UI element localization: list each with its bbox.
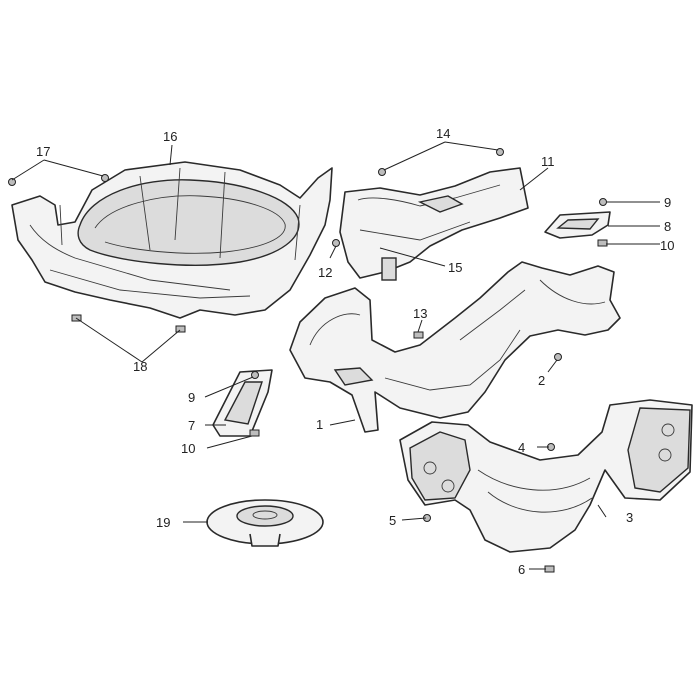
callout-5: 5 bbox=[389, 513, 396, 528]
callout-10-right: 10 bbox=[660, 238, 674, 253]
callout-13: 13 bbox=[413, 306, 427, 321]
leader-lines bbox=[11, 141, 660, 570]
callout-9-left: 9 bbox=[188, 390, 195, 405]
part-upper-cover bbox=[339, 167, 529, 281]
part-rear-shield bbox=[11, 161, 333, 319]
part-handlebar-cover bbox=[399, 399, 693, 553]
callout-14: 14 bbox=[436, 126, 450, 141]
fasteners bbox=[8, 148, 608, 573]
callout-17: 17 bbox=[36, 144, 50, 159]
callout-8: 8 bbox=[664, 219, 671, 234]
part-bezel-left bbox=[212, 369, 273, 437]
callout-10-left: 10 bbox=[181, 441, 195, 456]
callout-labels: 17 16 14 11 9 8 10 12 15 13 2 1 9 7 10 4… bbox=[36, 126, 674, 577]
callout-18: 18 bbox=[133, 359, 147, 374]
callout-12: 12 bbox=[318, 265, 332, 280]
callout-7: 7 bbox=[188, 418, 195, 433]
callout-6: 6 bbox=[518, 562, 525, 577]
callout-9-right: 9 bbox=[664, 195, 671, 210]
callout-3: 3 bbox=[626, 510, 633, 525]
callout-11: 11 bbox=[541, 154, 555, 169]
part-round-cover bbox=[206, 499, 324, 547]
callout-15: 15 bbox=[448, 260, 462, 275]
callout-4: 4 bbox=[518, 440, 525, 455]
callout-1: 1 bbox=[316, 417, 323, 432]
callout-2: 2 bbox=[538, 373, 545, 388]
callout-19: 19 bbox=[156, 515, 170, 530]
part-front-shield bbox=[289, 261, 621, 433]
part-bezel-right bbox=[544, 211, 611, 239]
callout-16: 16 bbox=[163, 129, 177, 144]
